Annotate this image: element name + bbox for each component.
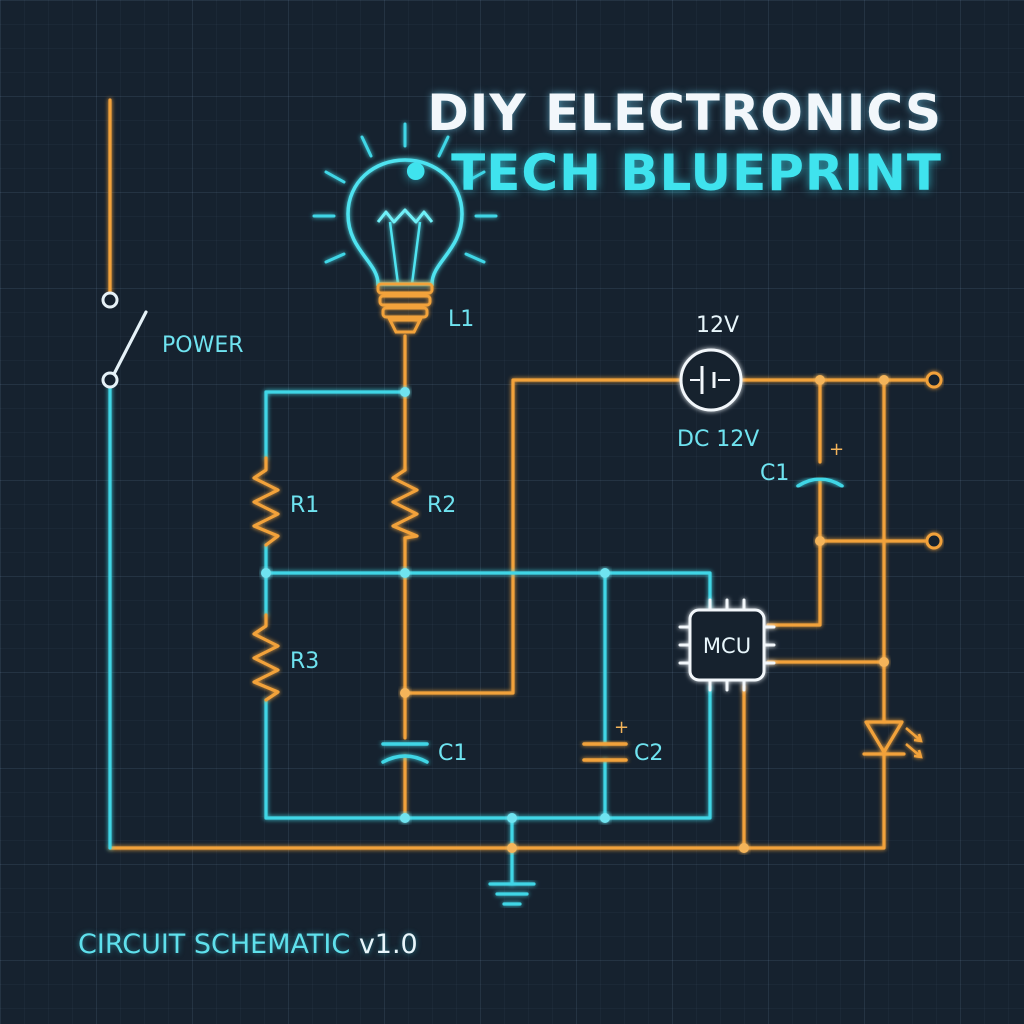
footer-caption: CIRCUIT SCHEMATIC v1.0	[78, 929, 418, 960]
footer-version: v1.0	[358, 929, 418, 960]
wire-crossover	[403, 378, 682, 695]
junction-dot	[507, 843, 517, 853]
capacitor-c1-right	[796, 460, 844, 488]
battery-type-label: DC 12V	[677, 427, 759, 452]
lamp-label: L1	[448, 307, 474, 332]
wire-mid-bus	[264, 571, 712, 612]
capacitor-c2	[582, 742, 628, 762]
bulb-stem-right	[410, 221, 422, 285]
title-line-1: DIY ELECTRONICS	[427, 84, 942, 142]
terminal-top	[925, 371, 943, 389]
title-line-2: • TECH BLUEPRINT	[399, 144, 942, 202]
c1-right-label: C1	[760, 461, 789, 486]
terminal-mid	[925, 532, 943, 550]
switch-icon	[101, 291, 148, 389]
battery-icon	[679, 348, 743, 412]
wire-ground-bus	[264, 684, 712, 820]
switch-contact-top	[101, 291, 119, 309]
r3-label: R3	[290, 649, 319, 674]
chip-icon	[678, 598, 776, 692]
orange-wires	[108, 98, 928, 850]
power-label: POWER	[162, 333, 244, 358]
c2-plus: +	[614, 717, 629, 738]
junction-dot	[261, 568, 271, 578]
c2-label: C2	[634, 741, 663, 766]
wire-bottom-rail	[108, 750, 886, 850]
junction-dot	[400, 688, 410, 698]
junction-dot	[879, 657, 889, 667]
led-icon	[862, 720, 923, 759]
capacitor-c1-left	[381, 742, 429, 764]
junctions	[261, 375, 889, 853]
resistor-r1	[252, 456, 280, 547]
junction-dot	[739, 843, 749, 853]
r1-label: R1	[290, 493, 319, 518]
wire-c1r-mcu	[766, 478, 822, 627]
junction-dot	[400, 387, 410, 397]
switch-lever	[112, 310, 148, 376]
cyan-wires	[108, 382, 712, 886]
lightbulb-icon	[312, 122, 498, 286]
c1-left-label: C1	[438, 741, 467, 766]
footer-text: CIRCUIT SCHEMATIC	[78, 929, 359, 960]
junction-dot	[400, 568, 410, 578]
bulb-base	[376, 282, 434, 334]
junction-dot	[879, 375, 889, 385]
mcu-label: MCU	[703, 634, 751, 658]
junction-dot	[600, 568, 610, 578]
junction-dot	[400, 813, 410, 823]
bulb-filament	[376, 208, 434, 224]
bulb-rays	[312, 122, 498, 264]
resistor-r2	[391, 468, 419, 540]
switch-contact-bottom	[101, 371, 119, 389]
ground-icon	[488, 882, 536, 906]
output-terminals	[925, 371, 943, 550]
c1-right-plus: +	[829, 439, 844, 460]
r2-label: R2	[427, 493, 456, 518]
bulb-stem-left	[388, 221, 400, 285]
battery-voltage-label: 12V	[696, 313, 739, 338]
bulb-glass	[346, 158, 464, 286]
resistor-r3	[252, 613, 280, 702]
junction-dot	[815, 536, 825, 546]
junction-dot	[815, 375, 825, 385]
junction-dot	[600, 813, 610, 823]
junction-dot	[507, 813, 517, 823]
